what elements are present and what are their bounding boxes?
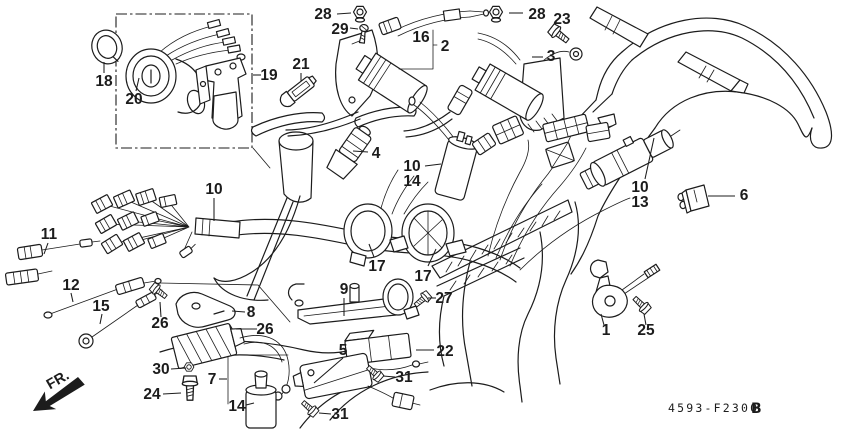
part-label-11-15: 11	[41, 226, 58, 243]
ignition-coil-rear	[403, 5, 583, 138]
stay-bracket-group	[287, 278, 434, 325]
part-label-14-24: 14	[228, 398, 246, 415]
part-label-21-2: 21	[292, 56, 310, 73]
part-label-19-5: 19	[260, 67, 278, 84]
leader-line-1-33	[600, 313, 605, 326]
ignition-key	[279, 75, 317, 108]
sub-wire-lead-11	[16, 238, 101, 261]
leader-line-25-34	[643, 313, 647, 326]
part-label-7-23: 7	[208, 371, 217, 388]
part-label-25-34: 25	[637, 322, 655, 339]
part-label-28-0: 28	[314, 6, 332, 23]
cdi-units-group	[292, 329, 429, 419]
part-label-5-30: 5	[339, 342, 348, 359]
connector-fragment	[4, 268, 53, 286]
part-label-17-26: 17	[368, 258, 385, 275]
part-label-8-19: 8	[247, 304, 256, 321]
relay	[677, 184, 710, 214]
part-label-6-35: 6	[740, 187, 749, 204]
ignition-switch-assembly	[91, 13, 271, 169]
part-label-31-31: 31	[395, 369, 413, 386]
harness-branches	[471, 113, 631, 271]
ignition-coil-front	[285, 5, 490, 137]
pulse-sensor-group	[589, 259, 661, 318]
starter-coil-right	[579, 129, 681, 190]
part-label-28-8: 28	[528, 6, 546, 23]
leader-line-31-32	[318, 412, 332, 415]
part-label-10-36: 10	[631, 179, 648, 196]
part-label-29-1: 29	[331, 21, 349, 38]
leader-line-26-18	[159, 301, 162, 318]
part-label-23-9: 23	[553, 11, 571, 28]
part-label-16-6: 16	[412, 29, 430, 46]
part-label-27-28: 27	[435, 290, 452, 307]
regulator-bracket-group	[148, 281, 291, 429]
part-label-17-27: 17	[414, 268, 431, 285]
part-label-31-32: 31	[331, 406, 349, 423]
sub-wire-lead-12	[43, 277, 162, 319]
steering-head-tube	[278, 131, 314, 203]
leader-line-30-21	[170, 367, 187, 370]
part-label-3-10: 3	[547, 48, 556, 65]
drawing-number: 4593-F2300	[668, 401, 759, 415]
part-label-1-33: 1	[602, 322, 611, 339]
rear-fender-outline	[570, 6, 833, 275]
leader-line-10-12	[424, 163, 442, 167]
leader-line-14-24	[245, 402, 255, 406]
part-label-10-14: 10	[205, 181, 222, 198]
fr-direction-arrow: FR.	[33, 368, 85, 411]
leader-line-4-11	[352, 150, 369, 153]
leader-line-29-1	[349, 27, 359, 30]
part-label-24-22: 24	[143, 386, 161, 403]
leader-line-5-30	[313, 357, 344, 384]
leader-line-15-17	[99, 313, 103, 325]
part-label-14-13: 14	[403, 173, 421, 190]
engine-and-body-lines	[159, 106, 580, 429]
leader-line-12-16	[70, 292, 74, 303]
leader-line-17-26	[368, 243, 375, 258]
part-label-20-4: 20	[125, 91, 142, 108]
leader-line-17-27	[427, 248, 437, 267]
condenser-center	[408, 96, 479, 201]
leader-line-31-31	[382, 375, 396, 378]
spark-plug-cap	[326, 125, 372, 180]
leader-line-20-4	[135, 77, 140, 92]
part-label-26-18: 26	[151, 315, 169, 332]
leader-line-8-19	[231, 310, 246, 313]
part-label-30-21: 30	[152, 361, 169, 378]
part-label-26-20: 26	[256, 321, 274, 338]
leader-line-28-0	[336, 12, 352, 15]
part-label-12-16: 12	[62, 277, 79, 294]
part-label-22-29: 22	[436, 343, 453, 360]
part-label-10-12: 10	[403, 158, 420, 175]
part-label-4-11: 4	[372, 145, 381, 162]
leader-line-10-36	[644, 137, 655, 180]
leader-line-11-15	[43, 242, 49, 255]
part-label-15-17: 15	[92, 298, 110, 315]
part-label-9-25: 9	[340, 281, 349, 298]
part-label-2-7: 2	[441, 38, 450, 55]
drawing-number-suffix: B	[751, 401, 762, 417]
leader-line-24-22	[162, 392, 182, 395]
part-label-13-37: 13	[631, 194, 649, 211]
part-label-18-3: 18	[95, 73, 113, 90]
